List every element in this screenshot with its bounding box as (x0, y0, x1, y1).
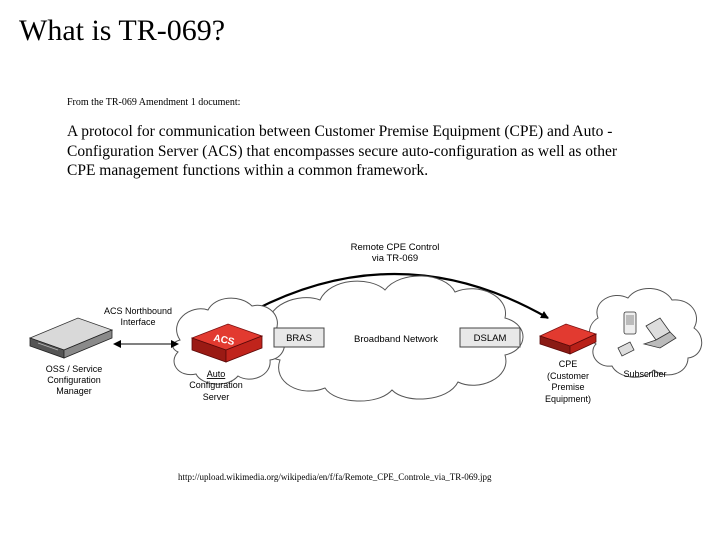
acs-label-line1: Auto (207, 369, 226, 379)
cpe-label-line2: (Customer (547, 371, 589, 381)
cpe-label-line3: Premise (551, 382, 584, 392)
tr069-arc-arrow (233, 273, 549, 322)
oss-label-line3: Manager (56, 386, 92, 396)
acs-label-line3: Server (203, 392, 230, 402)
acs-device-text: ACS (212, 333, 235, 348)
oss-label-line1: OSS / Service (46, 364, 103, 374)
pda-icon (623, 311, 637, 335)
network-label: Broadband Network (354, 334, 438, 345)
bras-box (273, 327, 325, 348)
subscriber-cloud (589, 288, 703, 378)
cpe-label-line1: CPE (559, 359, 578, 369)
laptop-icon (642, 317, 677, 349)
acs-northbound-label-line1: ACS Northbound (104, 306, 172, 316)
acs-northbound-label-line2: Interface (120, 317, 155, 327)
broadband-network-cloud (260, 275, 524, 402)
remote-control-label-line2: via TR-069 (372, 253, 418, 264)
slide-title: What is TR-069? (19, 14, 226, 47)
image-source-url[interactable]: http://upload.wikimedia.org/wikipedia/en… (178, 472, 492, 482)
oss-label-line2: Configuration (47, 375, 101, 385)
acs-server-icon: ACS (190, 323, 264, 363)
cpe-label-line4: Equipment) (545, 394, 591, 404)
definition-text: A protocol for communication between Cus… (67, 123, 618, 179)
acs-label-line2: Configuration (189, 380, 243, 390)
source-label: From the TR-069 Amendment 1 document: (67, 97, 241, 108)
dslam-box (459, 327, 521, 348)
subscriber-label: Subscriber (623, 369, 666, 379)
oss-server-icon (28, 317, 114, 359)
bras-label: BRAS (286, 333, 312, 344)
cpe-modem-icon (538, 323, 598, 355)
remote-control-label-line1: Remote CPE Control (351, 242, 440, 253)
dslam-label: DSLAM (474, 333, 507, 344)
phone-icon (617, 341, 635, 357)
